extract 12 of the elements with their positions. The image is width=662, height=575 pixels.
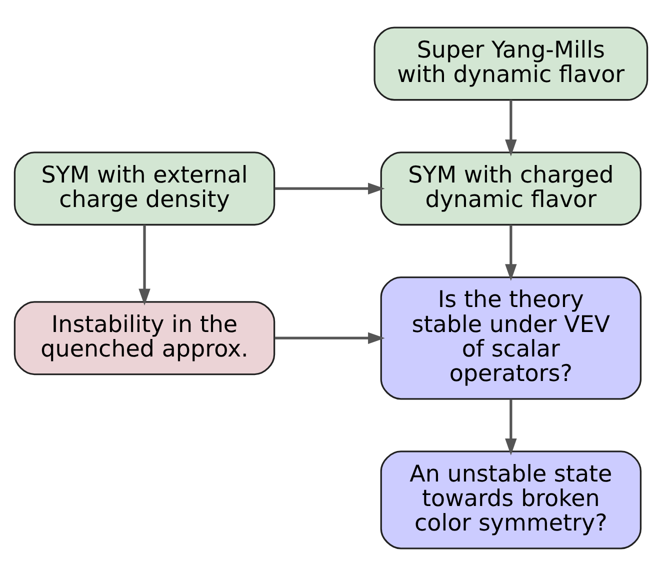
arrow (505, 99, 517, 156)
arrow (138, 224, 150, 306)
node-box: Super Yang-Mills with dynamic flavor (374, 26, 648, 100)
arrow (274, 182, 385, 194)
arrow (505, 398, 517, 455)
node-box: SYM with charged dynamic flavor (380, 151, 642, 226)
node-box: Is the theory stable under VEV of scalar operators? (380, 276, 642, 400)
node-box: An unstable state towards broken color symmetry? (380, 450, 642, 549)
node-box: Instability in the quenched approx. (14, 300, 276, 375)
arrow (274, 332, 385, 344)
arrow (505, 224, 517, 280)
node-box: SYM with external charge density (14, 151, 276, 226)
